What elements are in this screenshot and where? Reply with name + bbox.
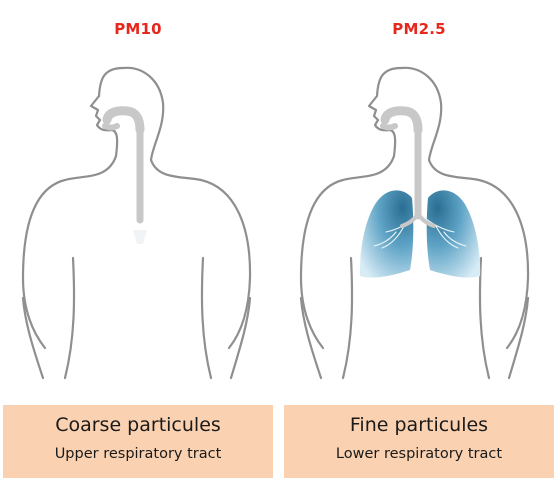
left-torso-outline [341,256,354,380]
upper-chest-shadow [133,230,147,244]
left-shoulder-outline [299,154,396,350]
airway [102,106,145,224]
head-back-outline [399,66,443,162]
right-arm-inner [229,296,252,380]
panel-pm10: PM10 Coarse particules Upper respiratory… [3,0,273,500]
airway [380,106,436,228]
left-torso-outline [63,256,76,380]
caption-box-pm10: Coarse particules Upper respiratory trac… [3,405,273,478]
left-shoulder-outline [21,154,118,350]
left-arm-inner [21,296,45,380]
caption-sub-pm25: Lower respiratory tract [335,446,503,462]
right-lung [426,190,481,278]
right-arm-inner [507,296,530,380]
left-lung [359,190,414,278]
caption-main-pm10: Coarse particules [55,414,221,436]
body-figure-upper-airway [21,66,252,380]
panel-title-pm10: PM10 [114,20,162,38]
right-torso-outline [478,256,491,380]
head-back-outline [121,66,165,162]
caption-sub-pm10: Upper respiratory tract [54,446,222,462]
right-shoulder-outline [149,158,252,350]
body-figure-lungs [299,66,530,380]
head-outline [367,66,403,158]
panel-pm25: PM2.5 [284,0,554,500]
left-arm-inner [299,296,323,380]
panel-title-pm25: PM2.5 [392,20,446,38]
head-outline [89,66,125,158]
right-shoulder-outline [427,158,530,350]
right-torso-outline [200,256,213,380]
caption-main-pm25: Fine particules [349,414,489,436]
caption-box-pm25: Fine particules Lower respiratory tract [284,405,554,478]
